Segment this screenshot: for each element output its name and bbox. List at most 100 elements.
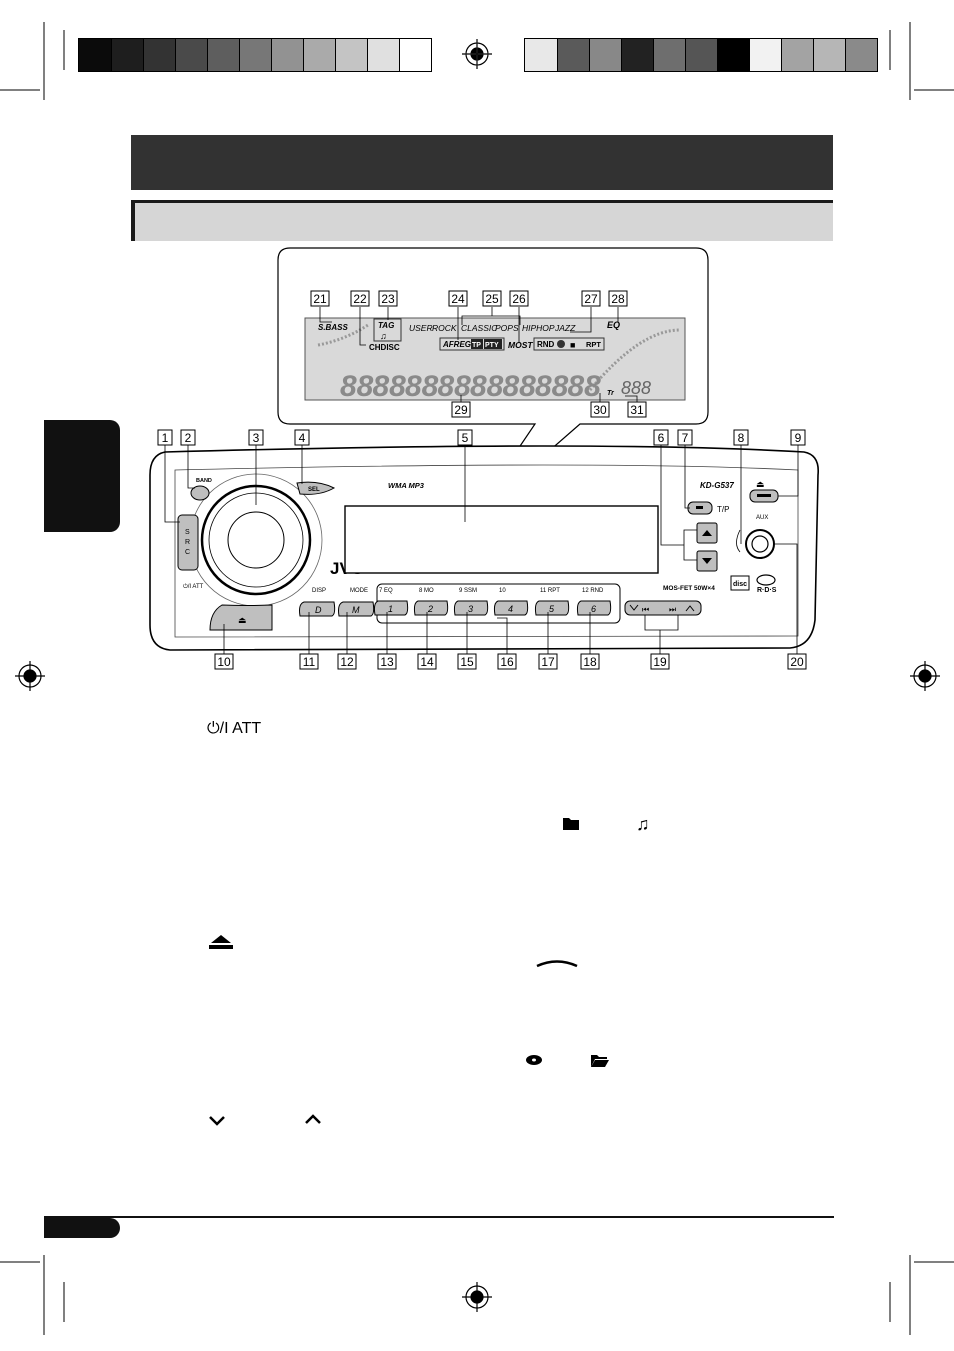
callout-number: 8: [738, 431, 745, 445]
callout-box: [310, 290, 330, 307]
callout-box: [451, 401, 471, 418]
callout-number: 19: [653, 655, 667, 669]
callout-number: 18: [583, 655, 597, 669]
preset-label: 11 RPT: [540, 588, 560, 594]
down-arrow-marker: [207, 1114, 227, 1133]
compact-disc-logo: [730, 575, 750, 591]
lcd-rpt: RPT: [586, 340, 601, 349]
lcd-genre-hiphop: HIPHOP: [522, 323, 555, 333]
callout-box: [790, 429, 806, 446]
preset-button[interactable]: [373, 600, 409, 616]
callout-box: [337, 653, 357, 670]
color-bar-right-swatch: [813, 39, 845, 71]
callout-number: 11: [303, 655, 316, 669]
lcd-tag-box: [373, 318, 402, 342]
track-skip-group: [624, 600, 702, 616]
preset-label: 12 RND: [582, 588, 604, 594]
lcd-pty: PTY: [485, 342, 499, 349]
callout-number: 26: [512, 292, 526, 306]
detach-eject-icon: ⏏: [238, 615, 247, 625]
down-arrow-icon: [629, 604, 639, 611]
preset-button[interactable]: [534, 600, 570, 616]
callout-number: 20: [790, 655, 804, 669]
up-arrow-icon: [685, 605, 695, 612]
section-header-bar: [131, 135, 833, 190]
lcd-disc-icon: [557, 340, 565, 348]
callout-number: 14: [420, 655, 434, 669]
language-side-tab: [44, 420, 120, 532]
color-bar-right-swatch: [621, 39, 653, 71]
color-bar-right-swatch: [845, 39, 877, 71]
callout-number: 17: [541, 655, 555, 669]
callout-number: 5: [462, 431, 469, 445]
disp-button: [299, 601, 336, 617]
callout-number: 21: [313, 292, 327, 306]
lcd-segment-char: 88: [535, 370, 569, 403]
folder-open-icon: [590, 1052, 610, 1071]
band-button: [190, 485, 210, 501]
music-note-icon: ♫: [636, 814, 650, 834]
lcd-sbass: S.BASS: [318, 323, 348, 332]
svg-text:D: D: [315, 605, 322, 615]
callout-number: 25: [485, 292, 499, 306]
lcd-segment-char: 88: [438, 370, 472, 403]
lcd-genre-pops: POPS: [495, 323, 519, 333]
color-bar-left-swatch: [399, 39, 431, 71]
lcd-segment-char: 88: [405, 370, 439, 403]
lcd-segment-char: 88: [373, 370, 407, 403]
lcd-segment-char: 88: [568, 370, 602, 403]
src-button: [177, 514, 199, 571]
lcd-tr: Tr: [607, 390, 615, 397]
preset-label: 8 MO: [419, 588, 434, 594]
lcd-rnd-box: [533, 337, 605, 351]
callout-box: [248, 429, 264, 446]
sel-button: [296, 481, 336, 495]
callout-box: [350, 290, 370, 307]
callout-box: [733, 429, 749, 446]
svg-text:R: R: [185, 539, 190, 546]
svg-text:DISP: DISP: [312, 588, 326, 594]
svg-text:BAND: BAND: [196, 478, 212, 484]
preset-button[interactable]: [453, 600, 489, 616]
preset-button[interactable]: [576, 600, 612, 616]
callout-box: [448, 290, 468, 307]
svg-text:⏻/I ATT: ⏻/I ATT: [183, 583, 204, 590]
lcd-eq: EQ: [607, 320, 620, 330]
color-bar-right-swatch: [781, 39, 813, 71]
callout-box: [650, 653, 670, 670]
color-bar-left-swatch: [303, 39, 335, 71]
color-bar-right-swatch: [557, 39, 589, 71]
callout-number: 6: [658, 431, 665, 445]
registration-target-bottom: [462, 1282, 492, 1312]
lcd-music-icon: ♫: [380, 331, 387, 341]
footer-rule: [44, 1216, 834, 1218]
lcd-chdisc: CHDISC: [369, 343, 400, 352]
callout-number: 27: [584, 292, 598, 306]
callout-number: 15: [460, 655, 474, 669]
callout-box: [580, 653, 600, 670]
callout-number: 10: [217, 655, 231, 669]
callout-number: 13: [380, 655, 394, 669]
lcd-segment-char: 88: [470, 370, 504, 403]
next-track-icon: ⏭: [669, 605, 676, 614]
callout-number: 28: [611, 292, 625, 306]
preset-button[interactable]: [413, 600, 449, 616]
svg-text:S: S: [185, 529, 190, 536]
callout-box: [457, 429, 473, 446]
svg-text:C: C: [185, 549, 190, 556]
preset-button[interactable]: [493, 600, 529, 616]
color-bar-right-swatch: [589, 39, 621, 71]
callout-box: [214, 653, 234, 670]
svg-text:AUX: AUX: [756, 515, 768, 521]
svg-text:MODE: MODE: [350, 588, 368, 594]
callout-box: [378, 290, 398, 307]
color-bar-right-swatch: [717, 39, 749, 71]
lcd-tag: TAG: [378, 321, 394, 330]
lcd-segment-char: 88: [503, 370, 537, 403]
preset-key-number: 5: [549, 604, 555, 614]
folder-icon: [562, 815, 580, 834]
callout-box: [157, 429, 173, 446]
preset-key-number: 4: [508, 604, 513, 614]
color-bar-left-swatch: [175, 39, 207, 71]
